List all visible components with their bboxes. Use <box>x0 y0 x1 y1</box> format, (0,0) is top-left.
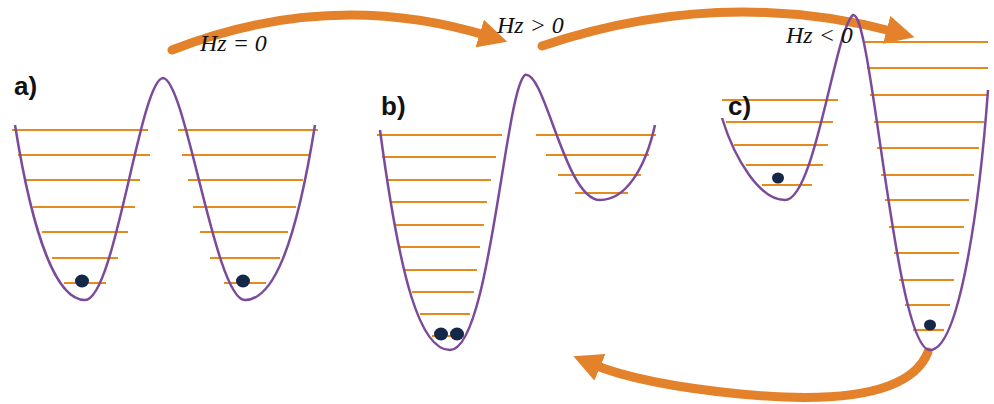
field-condition: Hz > 0 <box>497 12 564 38</box>
particles <box>75 173 936 341</box>
panel-letter: b) <box>381 92 406 121</box>
field-condition: Hz < 0 <box>786 22 853 48</box>
panel-letter: a) <box>14 72 37 101</box>
field-condition: Hz = 0 <box>200 30 267 56</box>
panel-letter: c) <box>728 92 751 121</box>
potential-curves <box>15 15 988 350</box>
transition-arrows <box>172 12 928 397</box>
